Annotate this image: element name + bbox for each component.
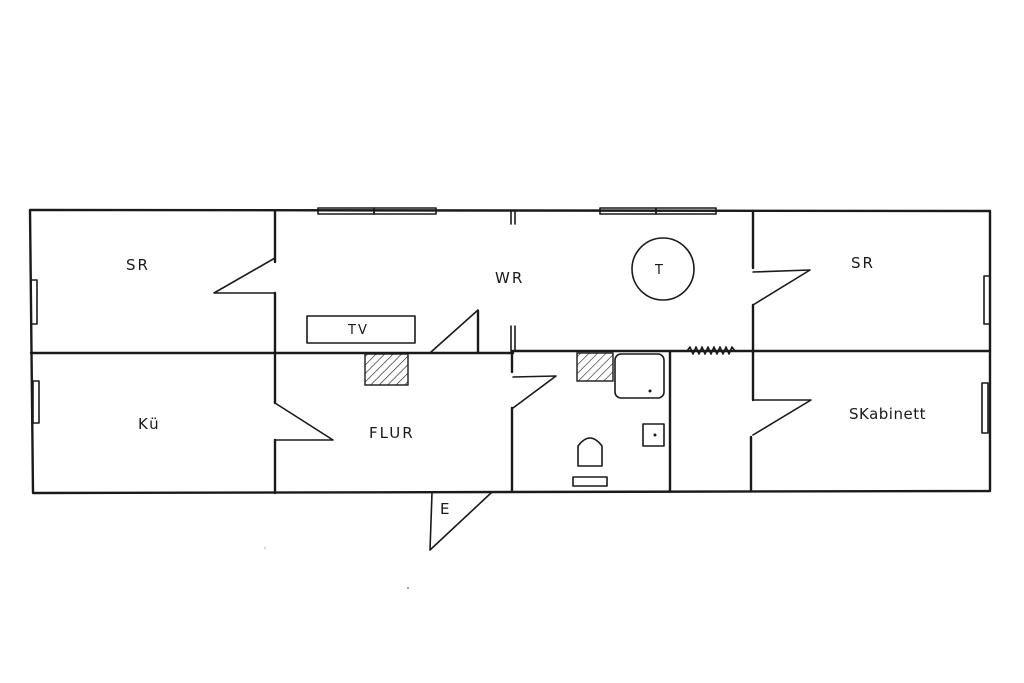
room-label-bedroom-left: SR (126, 256, 150, 274)
room-label-small-bedroom: SKabinett (849, 405, 926, 423)
entrance-label: E (440, 500, 451, 518)
toilet-tank-icon (572, 476, 608, 487)
chimney-flur (364, 353, 409, 386)
shower-icon (614, 353, 665, 399)
tv-label: TV (347, 323, 369, 338)
table-icon (631, 237, 695, 301)
interior-walls (29, 209, 992, 495)
sink-icon (642, 423, 665, 447)
doors (213, 257, 812, 551)
table-label: T (654, 263, 665, 278)
room-label-living-room: WR (495, 269, 524, 287)
room-label-hallway: FLUR (369, 424, 415, 442)
room-label-kitchen: Kü (138, 415, 161, 433)
bathroom-fixtures (572, 353, 665, 487)
toilet-icon (577, 437, 603, 467)
windows (30, 207, 991, 434)
room-label-bedroom-right: SR (851, 254, 875, 272)
chimney-bath (576, 352, 614, 382)
radiator-icon (686, 346, 736, 355)
outer-walls (28, 208, 992, 495)
tv-icon (306, 315, 416, 344)
